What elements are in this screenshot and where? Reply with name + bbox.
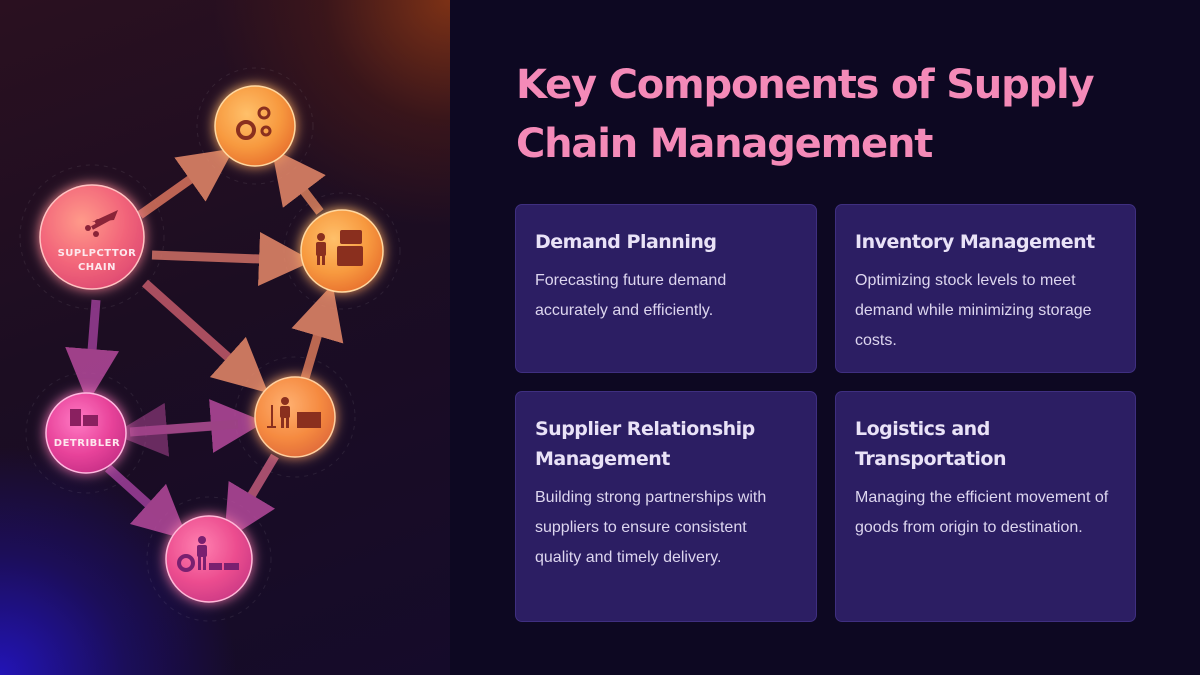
content-panel: Key Components of Supply Chain Managemen… <box>450 0 1200 675</box>
node-label-supply-chain-line2: CHAIN <box>78 262 116 273</box>
card-demand-planning: Demand Planning Forecasting future deman… <box>515 204 817 373</box>
card-description: Forecasting future demand accurately and… <box>535 272 727 319</box>
slide-title: Key Components of Supply Chain Managemen… <box>516 62 1095 167</box>
gear-worker-boxes-icon <box>177 536 239 572</box>
card-supplier-relationship-management: Supplier Relationship Management Buildin… <box>515 391 817 622</box>
node-label-distributor: DETRIBLER <box>54 438 120 449</box>
card-logistics-and-transportation: Logistics and Transportation Managing th… <box>835 391 1136 622</box>
document-box-icon <box>70 409 98 426</box>
node-warehouse <box>254 376 336 458</box>
person-documents-icon <box>316 230 363 266</box>
card-title: Supplier Relationship Management <box>535 418 755 470</box>
network-arrow-icon <box>85 210 118 237</box>
node-delivery <box>165 515 253 603</box>
card-inventory-management: Inventory Management Optimizing stock le… <box>835 204 1136 373</box>
node-label-supply-chain-line1: SUPLPCTTOR <box>58 248 137 259</box>
node-supply-chain-hub <box>39 184 145 290</box>
gears-icon <box>236 106 272 140</box>
connector-arrows <box>65 148 344 542</box>
card-title: Demand Planning <box>535 231 717 253</box>
supply-chain-diagram-panel: SUPLPCTTOR CHAIN DETRIBLER <box>0 0 450 675</box>
node-distributor <box>45 392 127 474</box>
card-title: Logistics and Transportation <box>855 418 1007 470</box>
worker-package-icon <box>267 397 321 428</box>
card-description: Managing the efficient movement of goods… <box>855 489 1109 536</box>
supply-chain-network-diagram: SUPLPCTTOR CHAIN DETRIBLER <box>19 67 401 622</box>
card-title: Inventory Management <box>855 231 1095 253</box>
card-description: Building strong partnerships with suppli… <box>535 489 767 566</box>
card-description: Optimizing stock levels to meet demand w… <box>855 272 1092 349</box>
